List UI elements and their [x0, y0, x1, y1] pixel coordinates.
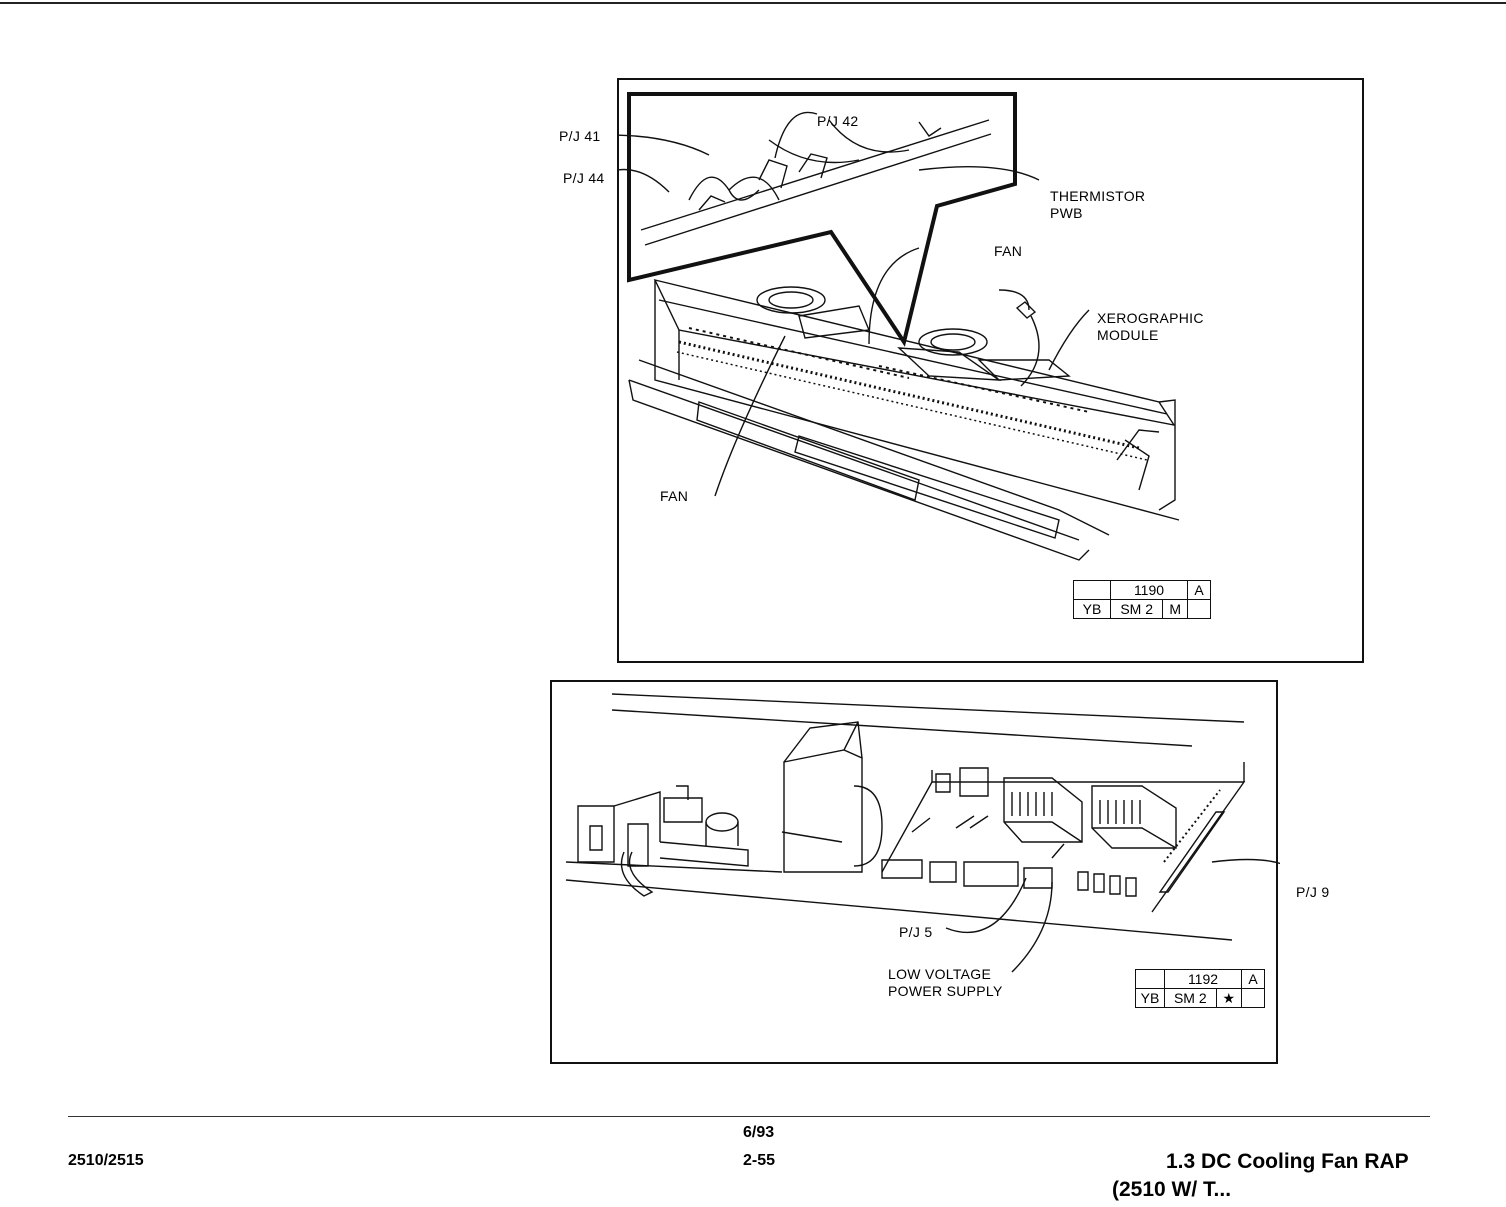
- tag-rev: A: [1188, 581, 1211, 600]
- tag-blank: [1242, 989, 1265, 1008]
- label-pj44: P/J 44: [563, 170, 605, 187]
- label-pj5: P/J 5: [899, 924, 932, 941]
- label-pj41: P/J 41: [559, 128, 601, 145]
- top-rule: [0, 2, 1506, 4]
- footer-model: 2510/2515: [68, 1152, 144, 1170]
- tag-number: 1192: [1165, 970, 1242, 989]
- tag-code3: M: [1163, 600, 1188, 619]
- label-pj42: P/J 42: [817, 113, 859, 130]
- label-fan-left: FAN: [660, 488, 688, 505]
- figure-tag-1192: 1192 A YB SM 2 ★: [1135, 969, 1265, 1008]
- tag-rev: A: [1242, 970, 1265, 989]
- figure-tag-1190: 1190 A YB SM 2 M: [1073, 580, 1211, 619]
- footer-section-subtitle: (2510 W/ T...: [1112, 1178, 1231, 1202]
- tag-code3: ★: [1216, 989, 1241, 1008]
- tag-blank: [1074, 581, 1111, 600]
- tag-code2: SM 2: [1111, 600, 1163, 619]
- label-thermistor-pwb: THERMISTOR PWB: [1050, 188, 1145, 222]
- xerographic-module-illustration: [619, 80, 1366, 665]
- label-low-voltage-power-supply: LOW VOLTAGE POWER SUPPLY: [888, 966, 1003, 1000]
- footer-section-title: 1.3 DC Cooling Fan RAP: [1166, 1150, 1409, 1174]
- label-xerographic-module: XEROGRAPHIC MODULE: [1097, 310, 1204, 344]
- footer-page-number: 2-55: [743, 1152, 775, 1170]
- tag-blank: [1188, 600, 1211, 619]
- tag-blank: [1136, 970, 1165, 989]
- footer-rule: [68, 1116, 1430, 1117]
- label-pj9: P/J 9: [1296, 884, 1329, 901]
- tag-code1: YB: [1074, 600, 1111, 619]
- tag-number: 1190: [1111, 581, 1188, 600]
- figure-xerographic-module: P/J 41 P/J 44 P/J 42 THERMISTOR PWB FAN …: [617, 78, 1364, 663]
- footer-date: 6/93: [743, 1124, 774, 1142]
- power-supply-illustration: [552, 682, 1280, 1066]
- tag-code2: SM 2: [1165, 989, 1217, 1008]
- label-fan-right: FAN: [994, 243, 1022, 260]
- tag-code1: YB: [1136, 989, 1165, 1008]
